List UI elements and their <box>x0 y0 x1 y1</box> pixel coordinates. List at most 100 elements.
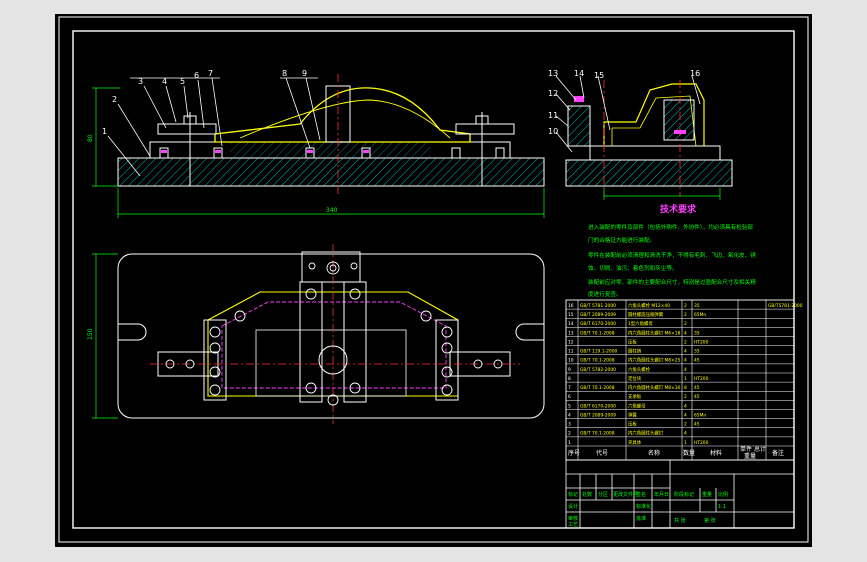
bom-header-code: 代号 <box>596 449 608 457</box>
technical-requirements: 技术要求 进入装配的零件及部件（包括外购件、外协件），均必须具有检验部 门的合格… <box>588 203 756 298</box>
plan-plate-left <box>203 319 227 401</box>
label-12: 12 <box>548 89 558 98</box>
bom-cell-name: 夹具体 <box>628 439 642 446</box>
bom-header-qty: 数量 <box>683 449 695 457</box>
bom-cell-seq: 15 <box>568 312 574 318</box>
outer-border <box>58 16 809 543</box>
bom-cell-seq: 7 <box>568 385 571 391</box>
bom-cell-seq: 12 <box>568 339 574 345</box>
label-7: 7 <box>208 69 213 78</box>
tech-line-2: 门的合格证方能进行装配。 <box>588 236 655 244</box>
bom-cell-qty: 8 <box>684 385 687 391</box>
bom-cell-name: 六角螺母 <box>628 402 646 409</box>
end-balloons: 13 14 15 16 12 11 10 <box>548 69 700 136</box>
bom-cell-name: 内六角圆柱头螺钉 M6×18 <box>628 329 681 336</box>
end-nut-mark <box>574 96 584 102</box>
label-8: 8 <box>282 69 287 78</box>
dim-height: 80 <box>87 134 94 142</box>
label-5: 5 <box>180 77 185 86</box>
bom-cell-code: GB/T 2089-2009 <box>580 312 616 318</box>
tb-change-doc: 更改文件号 <box>613 491 638 498</box>
bom-cell-code: GB/T 2089-2009 <box>580 412 616 418</box>
bom-cell-name: 压板 <box>628 421 637 428</box>
label-10: 10 <box>548 127 558 136</box>
base-body <box>117 157 545 187</box>
bom-header-total: 总计 <box>754 445 766 453</box>
left-slot <box>118 323 147 341</box>
end-leaders <box>555 75 701 153</box>
tb-count: 处数 <box>582 491 592 498</box>
tb-scale: 比例 <box>718 491 728 498</box>
bom-cell-name: 弹簧 <box>628 411 637 418</box>
bom-cell-name: 内六角圆柱头螺钉 <box>628 430 664 437</box>
bom-cell-material: HT200 <box>694 376 709 382</box>
plan-workpiece-inner <box>221 301 447 389</box>
bom-cell-material: 35 <box>694 349 700 355</box>
bom-header-material: 材料 <box>710 449 722 457</box>
bom-cell-name: 内六角圆柱头螺钉 M8×30 <box>628 384 681 391</box>
tb-designer: 设计 <box>568 503 578 510</box>
side-leaders <box>107 77 321 177</box>
bom-cell-qty: 2 <box>684 422 687 428</box>
plan-view: 150 <box>87 244 545 424</box>
label-4: 4 <box>162 77 167 86</box>
bom-header-remark: 备注 <box>772 449 784 457</box>
label-9: 9 <box>302 69 307 78</box>
tech-line-3: 零件在装配前必须清理和清洗干净，不得有毛刺、飞边、氧化皮、锈 <box>588 251 756 259</box>
bom-cell-seq: 9 <box>568 367 571 373</box>
bom-cell-qty: 4 <box>684 431 687 437</box>
plan-plate-right <box>435 319 459 401</box>
bom-cell-code: GB/T 70.1-2008 <box>580 330 615 336</box>
bom-cell-qty: 4 <box>684 367 687 373</box>
tech-line-5: 装配前应对零、部件的主要配合尺寸，特别是过盈配合尺寸及相关精 <box>588 278 756 286</box>
bom-cell-material: HT200 <box>694 339 709 345</box>
tech-line-4: 蚀、切屑、油污、着色剂和灰尘等。 <box>588 264 678 272</box>
tb-review: 审核 <box>568 515 578 522</box>
label-16: 16 <box>690 69 700 78</box>
plan-holes <box>165 261 503 406</box>
bom-cell-seq: 13 <box>568 330 574 336</box>
side-balloons: 1 2 3 4 5 6 7 8 9 <box>102 69 307 136</box>
bom-cell-name: 圆柱螺旋压缩弹簧 <box>628 311 664 318</box>
side-view: 1 2 3 4 5 6 7 8 9 80 340 <box>87 69 545 218</box>
bom-cell-name: 六角头螺栓 <box>628 366 651 373</box>
bom-cell-qty: 2 <box>684 312 687 318</box>
tb-sign: 签名 <box>636 491 646 498</box>
end-view: 13 14 15 16 12 11 10 <box>548 69 733 200</box>
tb-approve: 批准 <box>636 515 646 522</box>
bom-cell-name: 六角头螺栓 M12×40 <box>628 302 670 309</box>
bom-cell-seq: 3 <box>568 422 571 428</box>
bom-cell-seq: 16 <box>568 303 574 309</box>
bom-cell-code: GB/T 70.1-2008 <box>580 385 615 391</box>
tech-title: 技术要求 <box>660 203 697 215</box>
bom-cell-seq: 2 <box>568 431 571 437</box>
tb-mark: 标记 <box>568 491 578 498</box>
bom-cell-qty: 4 <box>684 358 687 364</box>
bom-cell-seq: 6 <box>568 394 571 400</box>
bom-cell-name: 支承板 <box>628 393 642 400</box>
bom-cell-qty: 1 <box>684 376 687 382</box>
bom-cell-seq: 14 <box>568 321 574 327</box>
side-dimensions <box>92 87 545 218</box>
tb-zone: 分区 <box>598 491 608 498</box>
bom-cell-seq: 1 <box>568 440 571 446</box>
bom-cell-seq: 10 <box>568 358 574 364</box>
bom-cell-seq: 5 <box>568 403 571 409</box>
bom-header-unit: 单件 <box>740 445 752 453</box>
tb-date: 年月日 <box>654 491 669 498</box>
bom-cell-material: 65Mn <box>694 312 706 318</box>
title-block <box>565 459 795 529</box>
bom-header-seq: 序号 <box>568 449 580 457</box>
top-tab <box>301 251 361 283</box>
tb-scale-value: 1:1 <box>718 504 726 510</box>
bom-header-weight: 重量 <box>744 452 756 460</box>
bom-cell-material: 35 <box>694 303 700 309</box>
